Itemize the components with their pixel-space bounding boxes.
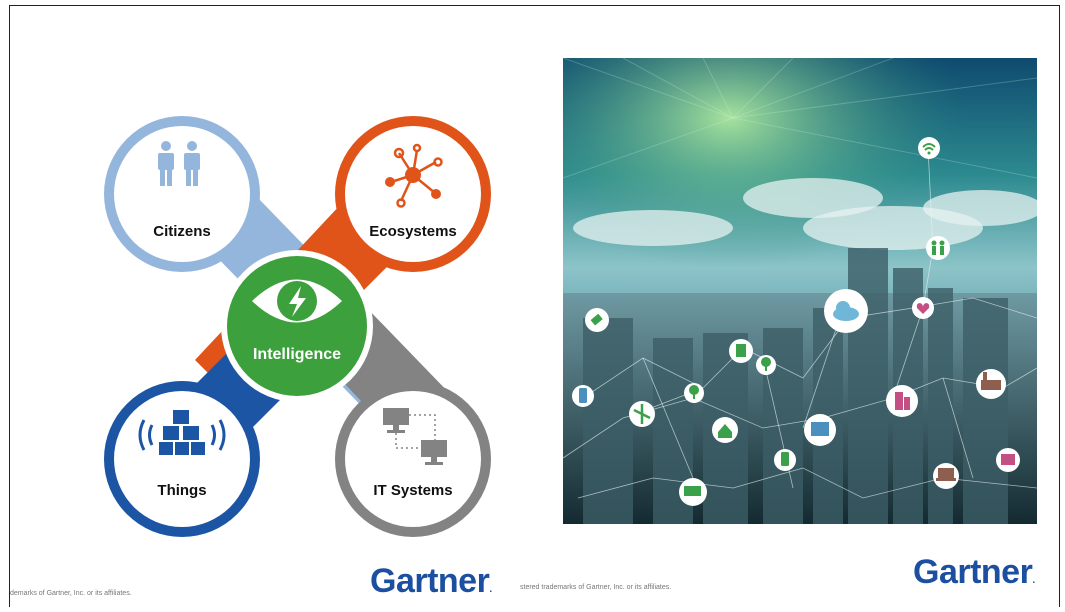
footer-trademark-left: demarks of Gartner, Inc. or its affiliat…	[10, 590, 132, 597]
building-icon	[886, 385, 918, 417]
footer-trademark-middle: stered trademarks of Gartner, Inc. or it…	[520, 584, 672, 591]
slide-frame	[9, 5, 1060, 607]
it-systems-label: IT Systems	[373, 482, 452, 499]
people-icon	[926, 236, 950, 260]
truck-icon	[679, 478, 707, 506]
satellite-icon	[585, 308, 609, 332]
things-node[interactable]: Things	[104, 381, 260, 537]
bus-icon	[996, 448, 1020, 472]
solar-panel-icon	[804, 414, 836, 446]
citizens-node[interactable]: Citizens	[104, 116, 260, 272]
windmill-icon	[629, 401, 655, 427]
connected-monitors-icon	[383, 408, 447, 465]
home-icon	[712, 417, 738, 443]
smart-city-photo	[563, 58, 1037, 524]
heart-icon	[912, 297, 934, 319]
tree-icon	[684, 383, 704, 403]
it-systems-node[interactable]: IT Systems	[335, 381, 491, 537]
phone-icon	[572, 385, 594, 407]
wifi-icon	[918, 137, 940, 159]
ecosystems-label: Ecosystems	[369, 223, 457, 240]
gartner-logo-left-text: Gartner	[370, 562, 490, 600]
gartner-logo-right-text: Gartner	[913, 553, 1033, 591]
gartner-logo-right-dot: .	[1032, 575, 1035, 586]
cloud-icon	[824, 289, 868, 333]
gartner-logo-left: Gartner.	[370, 562, 492, 601]
iot-cubes-icon	[138, 410, 226, 455]
gartner-logo-right: Gartner.	[913, 553, 1035, 592]
ecosystems-node[interactable]: Ecosystems	[335, 116, 491, 272]
citizens-label: Citizens	[153, 223, 211, 240]
tree-icon	[756, 355, 776, 375]
building-icon	[729, 339, 753, 363]
eye-lightning-icon	[252, 279, 342, 323]
things-label: Things	[157, 482, 206, 499]
people-icon	[158, 141, 200, 186]
laptop-icon	[933, 463, 959, 489]
intelligence-node[interactable]: Intelligence	[221, 250, 373, 402]
smart-city-diagram: Citizens Ecosystems	[104, 116, 491, 537]
gartner-logo-left-dot: .	[489, 584, 492, 595]
factory-icon	[976, 369, 1006, 399]
intelligence-label: Intelligence	[253, 346, 341, 363]
phone-icon	[774, 449, 796, 471]
